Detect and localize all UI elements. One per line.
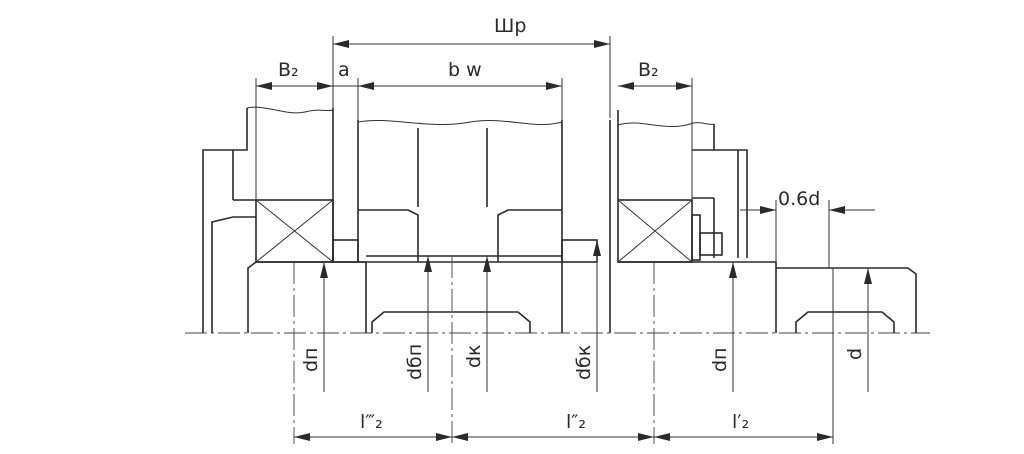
label-dbk: dбк	[573, 345, 595, 380]
label-b2-right: B₂	[638, 59, 659, 81]
label-bw: b w	[448, 59, 482, 81]
right-spacer	[561, 120, 611, 333]
label-06d: 0.6d	[778, 188, 820, 210]
left-housing	[202, 106, 334, 333]
diameter-arrows	[320, 240, 872, 392]
label-l2-double: l″₂	[566, 411, 586, 433]
left-spacer	[332, 108, 359, 263]
label-dbn: dбп	[404, 344, 426, 380]
label-wp: Шр	[494, 15, 526, 37]
right-housing	[617, 110, 748, 261]
label-a: a	[338, 59, 350, 81]
right-bearing	[617, 199, 693, 263]
left-bearing	[255, 199, 334, 263]
dim-06d	[740, 200, 875, 268]
dim-row-2	[255, 78, 693, 200]
label-l2-triple: l‴₂	[360, 411, 383, 433]
label-dn-left: dп	[300, 348, 322, 372]
gear-body	[357, 119, 563, 333]
label-dk: dк	[463, 344, 485, 368]
shaft	[247, 255, 917, 333]
label-b2-left: B₂	[278, 59, 299, 81]
label-d: d	[844, 348, 866, 360]
bottom-dims	[293, 256, 834, 444]
dim-wp	[332, 36, 611, 118]
label-dn-right: dп	[709, 348, 731, 372]
label-l2-single: l′₂	[732, 411, 749, 433]
